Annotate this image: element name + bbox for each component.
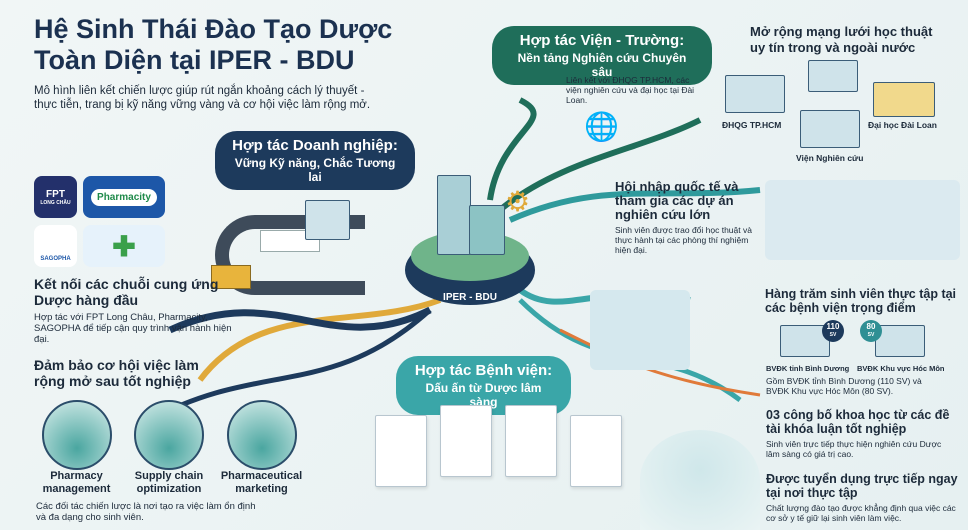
intl-text: Sinh viên được trao đổi học thuật và thự… (615, 225, 752, 255)
fpt-text: FPT (46, 188, 65, 200)
hiring-section: Được tuyển dụng trực tiếp ngay tại nơi t… (766, 472, 961, 523)
supply-chain-section: Kết nối các chuỗi cung ứng Dược hàng đầu… (34, 276, 234, 345)
gear-icon: ⚙ (505, 186, 531, 217)
chart-document-icon (505, 405, 557, 477)
hub-illustration: ⚙ IPER - BDU (405, 175, 535, 310)
globe-icon: 🌐 (584, 111, 619, 142)
hire-title: Được tuyển dụng trực tiếp ngay tại nơi t… (766, 472, 958, 500)
pharmacity-logo: Pharmacity (83, 176, 165, 218)
sagopha-logo: SAGOPHA (34, 225, 77, 267)
role-pharmacy-management: Pharmacy management (34, 400, 119, 496)
pharmacy-cross-icon: ✚ (83, 225, 165, 267)
count: 80 (866, 322, 876, 331)
internship-section: Hàng trăm sinh viên thực tập tại các bện… (765, 287, 965, 315)
university-building-icon (873, 82, 935, 117)
institute-link-text: Liên kết với ĐHQG TP.HCM, các viện nghiê… (566, 75, 695, 105)
intern-title: Hàng trăm sinh viên thực tập tại các bện… (765, 287, 957, 315)
intl-title: Hội nhập quốc tế và tham gia các dự án n… (615, 179, 739, 222)
supply-text: Hợp tác với FPT Long Châu, Pharmacity, S… (34, 312, 232, 345)
business-bubble: Hợp tác Doanh nghiệp: Vững Kỹ năng, Chắc … (215, 131, 415, 190)
jobs-text: Các đối tác chiến lược là nơi tạo ra việ… (36, 501, 256, 523)
institute-bubble: Hợp tác Viện - Trường: Nền tảng Nghiên cứ… (492, 26, 712, 85)
jobs-title: Đảm bảo cơ hội việc làm rộng mở sau tốt … (34, 357, 199, 389)
career-roles: Pharmacy management Supply chain optimiz… (34, 400, 304, 496)
fpt-sub-text: LONG CHÂU (40, 199, 71, 206)
report-document-icon (375, 415, 427, 487)
marketer-avatar (226, 400, 297, 470)
role-label: Pharmacy management (42, 470, 111, 495)
hospital-name: BVĐK tỉnh Bình Dương (766, 364, 850, 373)
bubble-subtitle: Vững Kỹ năng, Chắc Tương lai (234, 156, 396, 184)
hospital-building-icon (875, 325, 925, 357)
unit: SV (867, 332, 875, 338)
role-label: Pharmaceutical marketing (220, 470, 303, 495)
node-label: Viện Nghiên cứu (796, 153, 864, 163)
pharmacity-text: Pharmacity (91, 188, 157, 206)
subtitle-line-2: thực tiễn, trang bị kỹ năng vững vàng và… (34, 99, 371, 111)
sagopha-text: SAGOPHA (40, 256, 71, 262)
publication-section: 03 công bố khoa học từ các đề tài khóa l… (766, 408, 956, 459)
pharmacist-avatar (41, 400, 112, 470)
bubble-title: Hợp tác Bệnh viện: (414, 362, 553, 379)
jobs-section: Đảm bảo cơ hội việc làm rộng mở sau tốt … (34, 357, 214, 389)
logistics-illustration (205, 195, 395, 305)
chart-document-icon (570, 415, 622, 487)
title-line-2: Toàn Diện tại IPER - BDU (34, 45, 355, 75)
hub-label: IPER - BDU (443, 292, 497, 303)
intl-section: Hội nhập quốc tế và tham gia các dự án n… (615, 179, 765, 256)
role-supply-chain: Supply chain optimization (127, 400, 212, 496)
supply-title: Kết nối các chuỗi cung ứng Dược hàng đầu (34, 276, 219, 308)
bubble-title: Hợp tác Viện - Trường: (519, 32, 685, 49)
node-label: ĐHQG TP.HCM (722, 120, 782, 130)
pub-title: 03 công bố khoa học từ các đề tài khóa l… (766, 408, 950, 436)
intern-text: Gồm BVĐK tỉnh Bình Dương (110 SV) và BVĐ… (766, 376, 922, 396)
hospital-name: BVĐK Khu vực Hóc Môn (857, 364, 945, 373)
hospital-building-icon (780, 325, 830, 357)
title-line-1: Hệ Sinh Thái Đào Tạo Dược (34, 14, 393, 44)
bubble-subtitle: Nền tảng Nghiên cứu Chuyên sâu (517, 51, 687, 79)
count: 110 (826, 322, 840, 331)
hire-text: Chất lượng đào tạo được khẳng định qua v… (766, 503, 956, 523)
report-document-icon (440, 405, 492, 477)
businessman-avatar (134, 400, 204, 470)
university-building-icon (725, 75, 785, 113)
subtitle-line-1: Mô hình liên kết chiến lược giúp rút ngắ… (34, 85, 365, 97)
page-subtitle: Mô hình liên kết chiến lược giúp rút ngắ… (34, 84, 434, 112)
role-label: Supply chain optimization (134, 470, 204, 495)
role-marketing: Pharmaceutical marketing (219, 400, 304, 496)
unit: SV (829, 332, 837, 338)
doctor-illustration (640, 430, 760, 530)
pub-text: Sinh viên trực tiếp thực hiện nghiên cứu… (766, 439, 942, 459)
bubble-title: Hợp tác Doanh nghiệp: (232, 137, 398, 154)
building-icon (808, 60, 858, 92)
network-title: Mở rộng mạng lưới học thuật uy tín trong… (750, 24, 933, 55)
truck-icon (211, 265, 251, 289)
hospital-illustration (590, 290, 690, 370)
node-label: Đại học Đài Loan (868, 120, 937, 130)
institute-building-icon (800, 110, 860, 148)
lab-illustration (765, 180, 960, 260)
